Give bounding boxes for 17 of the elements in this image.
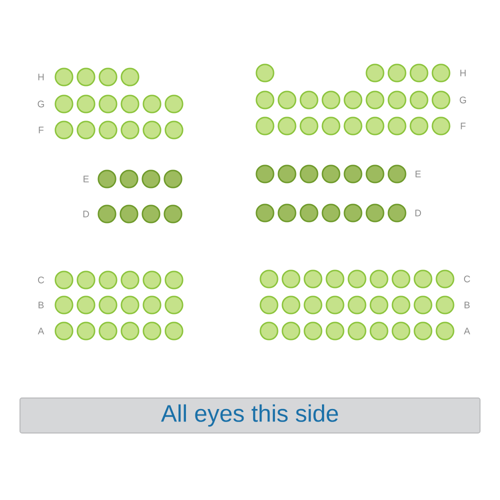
row-label: H	[460, 70, 466, 76]
row-label: C	[38, 276, 44, 284]
row-label: C	[464, 276, 470, 282]
row-label: E	[84, 176, 89, 182]
row-label: A	[464, 328, 470, 334]
row-label: B	[38, 302, 44, 308]
row-label: H	[38, 74, 44, 80]
row-label: A	[38, 328, 44, 334]
row-label: F	[38, 126, 44, 134]
row-label: D	[83, 210, 89, 218]
row-label: G	[460, 96, 466, 104]
row-label: G	[38, 100, 44, 108]
row-label: E	[416, 170, 421, 178]
row-label: B	[464, 302, 470, 308]
screen-bar: All eyes this side	[20, 398, 481, 434]
row-label: F	[460, 122, 466, 130]
row-label: D	[415, 210, 421, 216]
